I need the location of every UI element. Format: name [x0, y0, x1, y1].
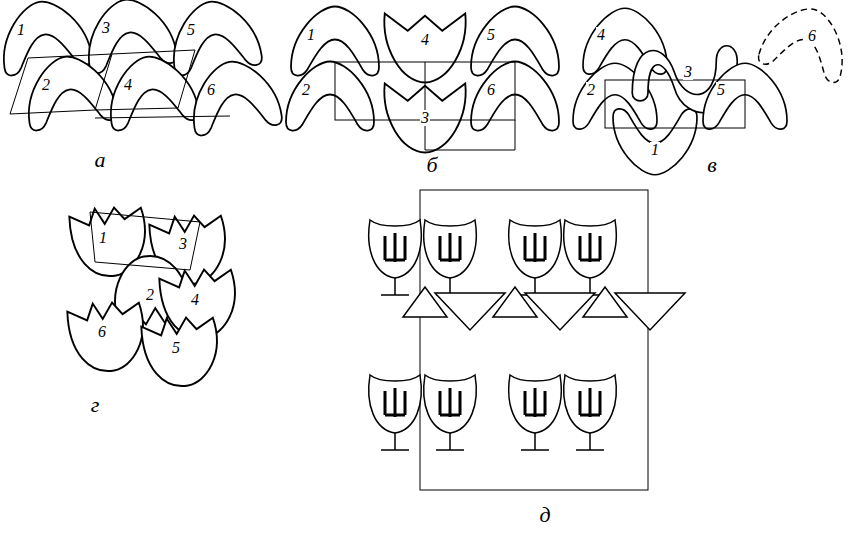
callout-number: 2: [145, 287, 155, 303]
triangle-figure: [403, 287, 447, 317]
molecule: [103, 51, 200, 132]
cell-lines: [10, 50, 745, 490]
cup-body: [564, 375, 617, 433]
callout-number: 6: [97, 324, 107, 340]
cup-figure: [509, 220, 562, 295]
cell-line: [425, 150, 515, 151]
cup-prong: [440, 388, 460, 417]
callout-number: 5: [716, 82, 726, 98]
triangle-figure: [493, 287, 537, 317]
unit-cell: [420, 190, 648, 490]
cell-line: [515, 120, 516, 150]
triangle-figure: [435, 293, 505, 330]
cell-line: [95, 116, 230, 118]
unit-cell: [10, 54, 112, 114]
callout-number: 2: [301, 82, 311, 98]
cup-figure: [509, 375, 562, 450]
cup-figure: [564, 220, 617, 295]
unit-cell: [605, 80, 745, 128]
panel-letter: г: [90, 394, 101, 416]
motif-pattern: [369, 220, 685, 450]
panel-letter: в: [706, 154, 718, 176]
cup-prong: [525, 388, 545, 417]
callout-number: 4: [420, 32, 430, 48]
cup-prong: [580, 233, 600, 262]
cup-stem: [521, 433, 549, 450]
molecule: [21, 51, 118, 132]
callout-number: 1: [306, 27, 316, 43]
cup-body: [369, 375, 422, 433]
panel-letter: д: [538, 504, 551, 526]
cup-body: [509, 375, 562, 433]
callout-number: 5: [171, 340, 181, 356]
callout-number: 5: [186, 22, 196, 38]
callout-number: 2: [41, 77, 51, 93]
cup-prong: [525, 233, 545, 262]
callout-number: 3: [683, 64, 693, 80]
cup-body: [369, 220, 422, 278]
callout-number: 4: [596, 27, 606, 43]
triangle-figure: [525, 293, 595, 330]
molecule: [186, 56, 283, 137]
cup-prong: [580, 388, 600, 417]
callout-number: 6: [807, 28, 817, 44]
callout-number: 5: [486, 27, 496, 43]
unit-cell: [90, 212, 200, 270]
cup-stem: [436, 433, 464, 450]
cup-figure: [564, 375, 617, 450]
panel-letter: а: [94, 149, 107, 171]
cup-figure: [424, 375, 477, 450]
cup-prong: [385, 233, 405, 262]
callout-number: 6: [206, 82, 216, 98]
cup-prong: [440, 233, 460, 262]
panel-letter: б: [425, 154, 438, 176]
callout-number: 4: [190, 292, 200, 308]
cup-body: [424, 220, 477, 278]
cell-line: [425, 62, 426, 150]
cup-body: [424, 375, 477, 433]
cup-prong: [385, 388, 405, 417]
cup-body: [509, 220, 562, 278]
triangle-figure: [615, 293, 685, 330]
cup-stem: [381, 433, 409, 450]
cell-line: [95, 50, 195, 110]
callout-number: 1: [650, 142, 660, 158]
cup-body: [564, 220, 617, 278]
callout-number: 1: [16, 22, 26, 38]
callout-number: 3: [420, 110, 430, 126]
molecule: [166, 0, 263, 76]
dashed-molecule: [757, 0, 855, 84]
callout-number: 3: [178, 236, 188, 252]
callout-number: 6: [486, 82, 496, 98]
cup-stem: [381, 278, 409, 295]
molecule: [140, 310, 225, 391]
cup-figure: [424, 220, 477, 295]
molecule-group: [0, 0, 787, 392]
callout-number: 4: [123, 77, 133, 93]
triangle-figure: [583, 287, 627, 317]
callout-number: 3: [101, 20, 111, 36]
cup-stem: [576, 433, 604, 450]
callout-number: 1: [98, 230, 108, 246]
cup-figure: [369, 375, 422, 450]
molecule: [66, 295, 151, 376]
callout-number: 2: [586, 82, 596, 98]
cup-figure: [369, 220, 422, 295]
